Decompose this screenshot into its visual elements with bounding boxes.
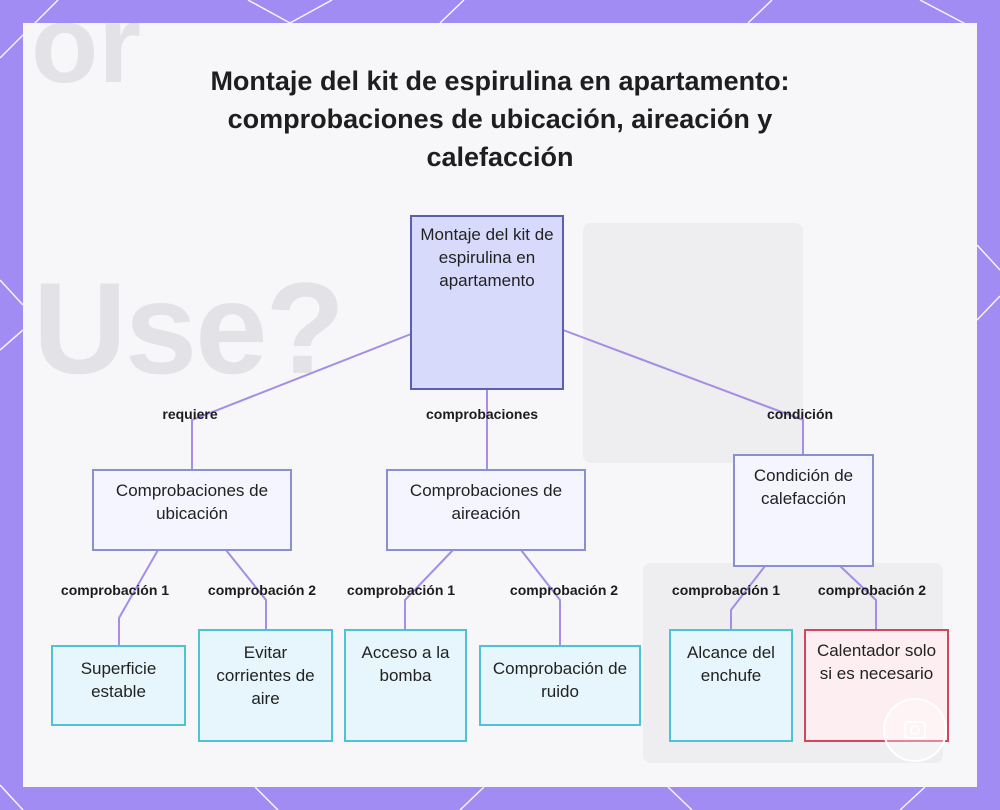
edge-heating-plug [730, 565, 766, 629]
node-plug-reach-label: Alcance del enchufe [687, 643, 775, 685]
edge-root-location [191, 333, 412, 469]
node-location-label: Comprobaciones de ubicación [115, 481, 269, 523]
node-stable-surface: Superficie estable [51, 645, 186, 726]
background-ghost-text: Use? [33, 255, 345, 401]
node-location-checks: Comprobaciones de ubicación [92, 469, 292, 551]
edge-location-surface [118, 549, 159, 645]
node-avoid-drafts: Evitar corrientes de aire [198, 629, 333, 742]
edge-label-check1: comprobación 1 [671, 582, 781, 598]
node-heating-condition: Condición de calefacción [733, 454, 874, 567]
edge-label-check1: comprobación 1 [60, 582, 170, 598]
node-root: Montaje del kit de espirulina en apartam… [410, 215, 564, 390]
edge-label-checks: comprobaciones [425, 406, 539, 422]
edge-label-condition: condición [766, 406, 834, 422]
node-stable-surface-label: Superficie estable [80, 659, 157, 701]
diagram-title: Montaje del kit de espirulina en apartam… [210, 66, 790, 172]
node-pump-access: Acceso a la bomba [344, 629, 467, 742]
edge-label-requires: requiere [162, 406, 218, 422]
node-pump-access-label: Acceso a la bomba [361, 643, 450, 685]
node-aeration-label: Comprobaciones de aireación [409, 481, 563, 523]
edge-label-check1: comprobación 1 [346, 582, 456, 598]
edge-label-check2: comprobación 2 [509, 582, 619, 598]
node-noise-check: Comprobación de ruido [479, 645, 641, 726]
edge-root-heating [562, 329, 804, 454]
edge-label-check2: comprobación 2 [207, 582, 317, 598]
watermark-logo-icon [883, 698, 947, 762]
edge-aeration-pump [404, 549, 454, 629]
node-root-label: Montaje del kit de espirulina en apartam… [420, 225, 554, 290]
node-heating-label: Condición de calefacción [753, 466, 854, 508]
edge-location-drafts [225, 549, 267, 629]
edge-heating-heater [839, 565, 877, 629]
node-noise-check-label: Comprobación de ruido [492, 659, 628, 701]
background-ghost-text: or [31, 23, 141, 106]
node-aeration-checks: Comprobaciones de aireación [386, 469, 586, 551]
node-avoid-drafts-label: Evitar corrientes de aire [216, 643, 315, 708]
node-plug-reach: Alcance del enchufe [669, 629, 793, 742]
edge-label-check2: comprobación 2 [817, 582, 927, 598]
edge-aeration-noise [520, 549, 561, 645]
node-heater-label: Calentador solo si es necesario [816, 641, 937, 683]
background-blur-shape [583, 223, 803, 463]
